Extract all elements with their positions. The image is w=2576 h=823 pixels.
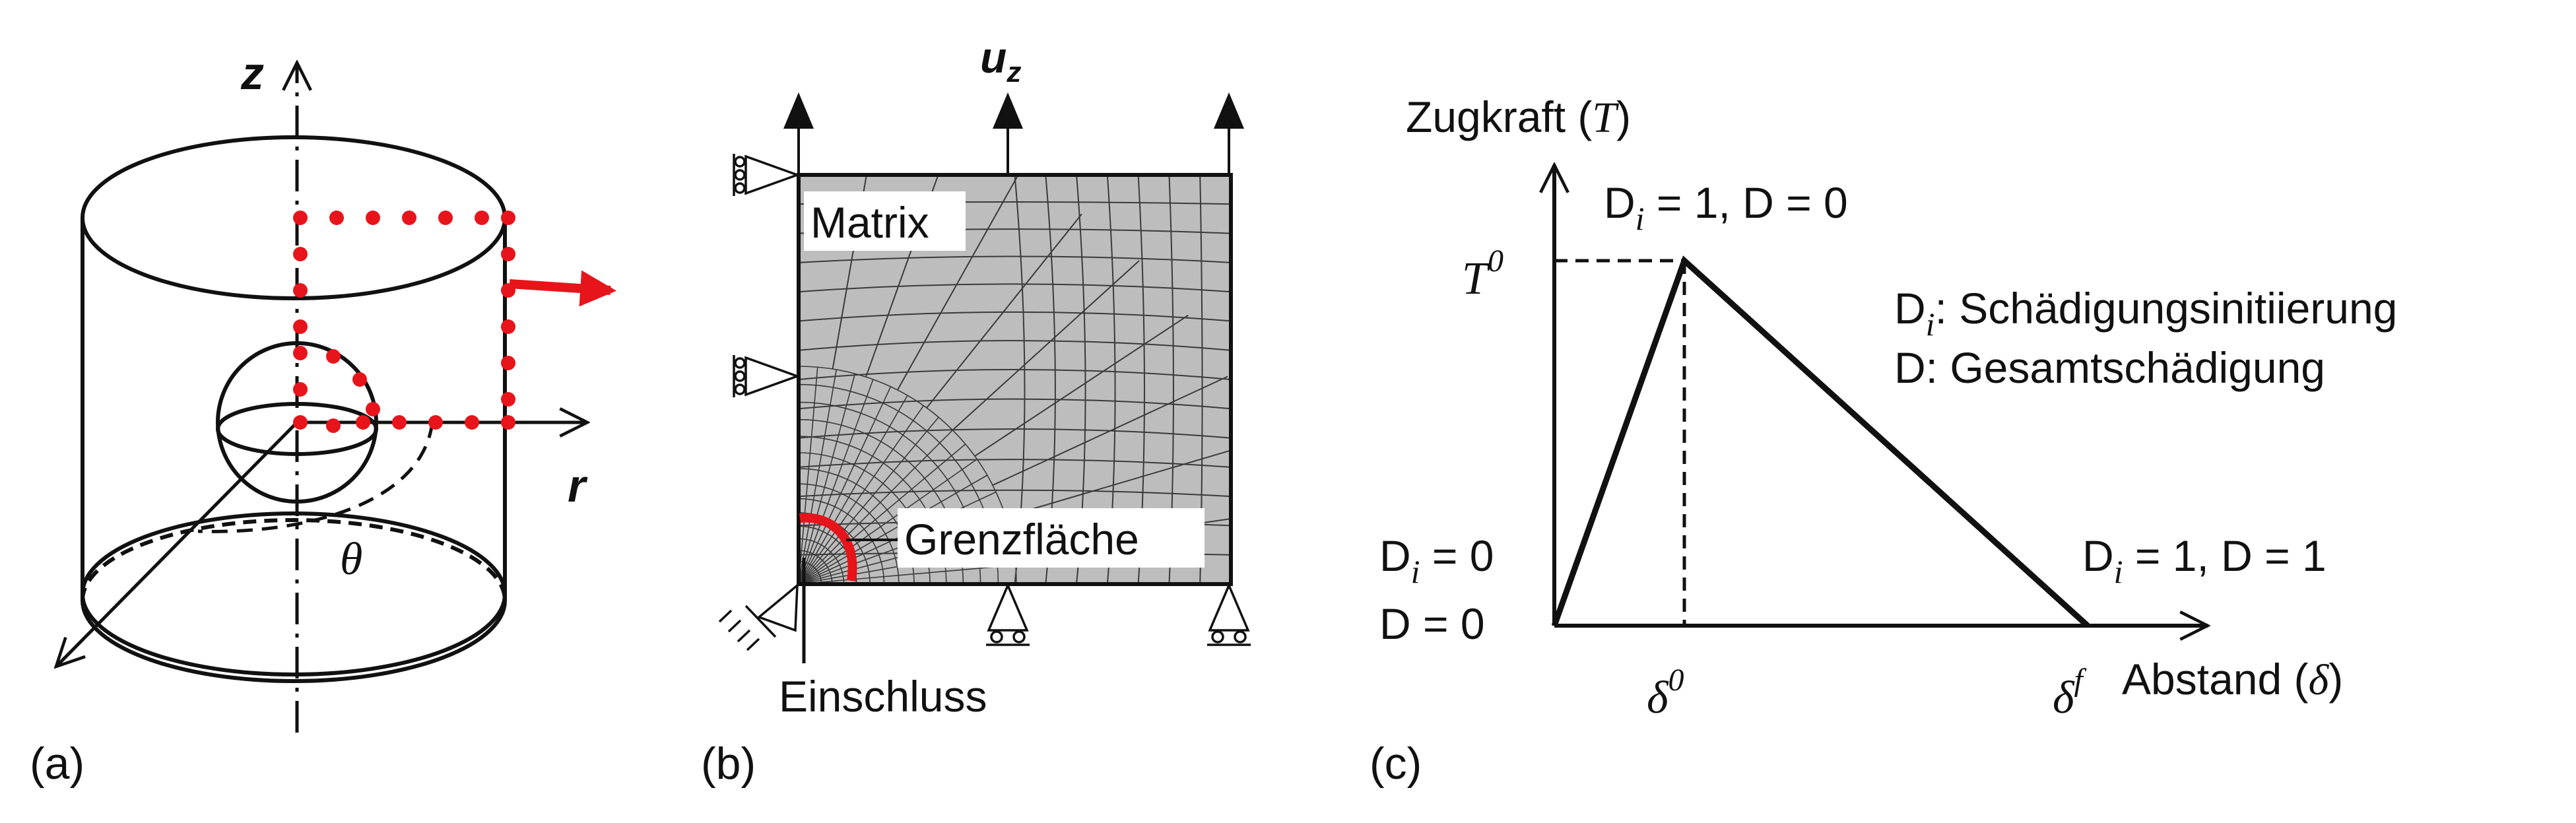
red-domain-outline — [293, 211, 515, 433]
mesh-line — [799, 379, 874, 584]
mesh-line — [799, 311, 1231, 322]
interface-label: Grenzfläche — [904, 515, 1139, 564]
mesh-line — [896, 176, 1018, 391]
cylinder — [81, 135, 507, 683]
cylinder-base — [81, 511, 507, 676]
mesh-line — [799, 386, 892, 584]
mesh-line — [799, 369, 1231, 380]
theta-axis — [56, 421, 298, 667]
end-state-label: Di = 1, D = 1 — [2082, 531, 2327, 590]
panel-label-a: (a) — [30, 739, 84, 789]
deltaf-label: δf — [2053, 663, 2087, 723]
mesh-line — [799, 255, 1231, 263]
bottom-roller-supports — [986, 582, 1251, 646]
mesh-line — [799, 369, 838, 584]
panel-label-b: (b) — [701, 739, 756, 789]
x-axis-label: Abstand (δ) — [2122, 655, 2343, 704]
mesh-line — [799, 374, 856, 584]
origin-state-line1: Di = 0 — [1379, 531, 1494, 590]
mesh-line — [799, 395, 908, 584]
mesh-line — [799, 340, 1231, 351]
mesh-border — [797, 173, 1233, 586]
fixed-support — [718, 583, 799, 651]
mesh-line — [799, 491, 997, 584]
mesh-line — [799, 444, 966, 584]
mesh-line — [799, 475, 988, 584]
matrix-label-bg — [804, 191, 966, 251]
mesh-line — [799, 430, 953, 584]
y-axis-label: Zugkraft (T) — [1406, 92, 1631, 142]
mesh-line — [799, 564, 1016, 584]
mesh-line — [799, 459, 977, 584]
panel-a: z r θ (a) — [30, 48, 617, 789]
load-label: uz — [980, 33, 1021, 88]
theta-label: θ — [340, 534, 362, 585]
theta-arc — [197, 422, 434, 533]
mesh-line — [974, 314, 1189, 457]
panel-label-c: (c) — [1370, 739, 1422, 789]
red-load-arrow — [509, 270, 617, 307]
mesh-line — [799, 283, 1231, 293]
interface-label-bg — [898, 508, 1205, 568]
mesh-line — [926, 213, 1082, 409]
interface-arc — [799, 513, 857, 582]
mesh-line — [799, 459, 1231, 468]
inclusion-label: Einschluss — [779, 672, 987, 721]
mesh-line — [952, 260, 1140, 431]
peak-traction-label: T0 — [1462, 244, 1503, 304]
delta0-label: δ0 — [1647, 663, 1684, 723]
peak-state-label: Di = 1, D = 0 — [1604, 178, 1848, 237]
mesh-line — [799, 489, 1231, 498]
mesh-line — [992, 376, 1228, 486]
z-axis-label: z — [240, 48, 264, 99]
panel-c: Zugkraft (T) T0 Di = 1, D = 0 Di: Schädi… — [1370, 92, 2397, 789]
panel-b: uz — [701, 33, 1251, 789]
mesh-line — [1005, 449, 1231, 517]
origin-state-line2: D = 0 — [1379, 599, 1485, 648]
mesh-line — [799, 416, 939, 584]
matrix-label: Matrix — [810, 198, 929, 247]
legend-total-damage: D: Gesamtschädigung — [1894, 343, 2325, 392]
mesh-line — [799, 398, 1231, 410]
mesh-line — [799, 367, 818, 584]
top-load-arrows — [783, 92, 1244, 175]
mesh-line — [865, 175, 939, 378]
r-axis-label: r — [568, 460, 588, 511]
legend-initiation: Di: Schädigungsinitiierung — [1894, 284, 2397, 343]
left-roller-supports — [733, 154, 801, 397]
